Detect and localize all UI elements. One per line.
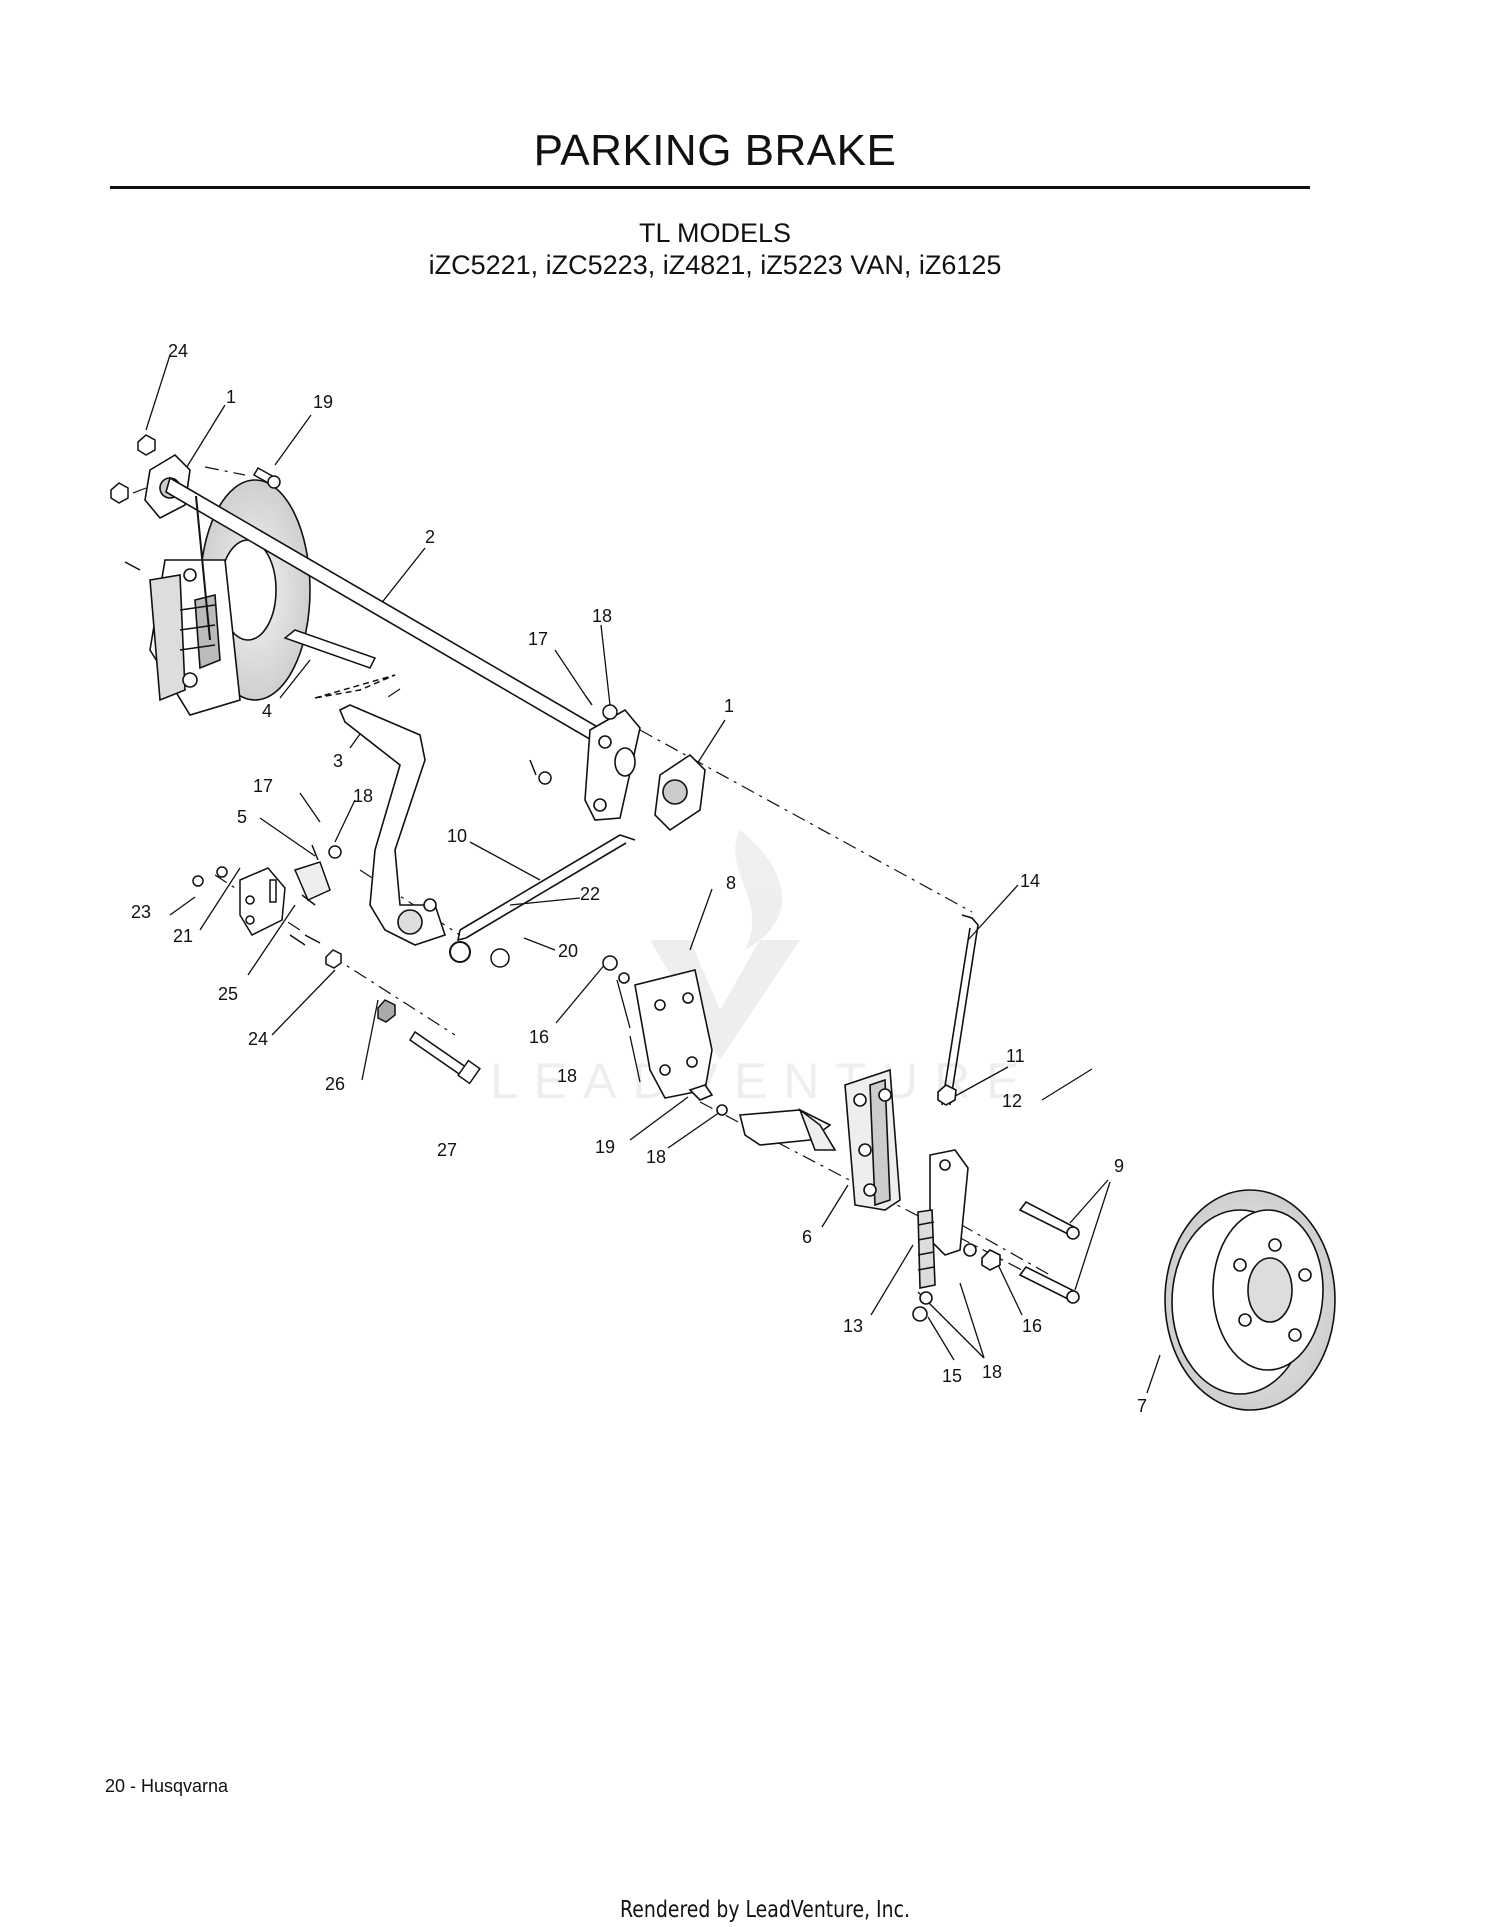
callout-18: 18 <box>353 786 373 806</box>
callout-7: 7 <box>1137 1396 1147 1416</box>
callout-23: 23 <box>131 902 151 922</box>
mounting-plate <box>602 955 713 1099</box>
callout-6: 6 <box>802 1227 812 1247</box>
callout-17: 17 <box>253 776 273 796</box>
right-brake-caliper <box>688 1068 901 1211</box>
brake-disc-rotor <box>1164 1189 1336 1411</box>
callout-11: 11 <box>1006 1046 1025 1066</box>
callout-22: 22 <box>580 884 600 904</box>
callout-18: 18 <box>646 1147 666 1167</box>
upper-left-hardware <box>110 434 618 785</box>
callout-18: 18 <box>557 1066 577 1086</box>
callout-16: 16 <box>1022 1316 1042 1336</box>
model-list: iZC5221, iZC5223, iZ4821, iZ5223 VAN, iZ… <box>428 250 1002 280</box>
page-footer: 20 - Husqvarna <box>105 1776 229 1796</box>
callout-16: 16 <box>529 1027 549 1047</box>
flange-bearing-right <box>654 753 706 832</box>
callout-19: 19 <box>313 392 333 412</box>
callout-12: 12 <box>1002 1091 1022 1111</box>
left-brake-assembly <box>144 453 311 716</box>
page-title: PARKING BRAKE <box>533 126 897 175</box>
callout-21: 21 <box>173 926 193 946</box>
callout-15: 15 <box>942 1366 962 1386</box>
callout-18: 18 <box>982 1362 1002 1382</box>
left-small-hardware <box>192 844 510 1085</box>
rendered-by-credit: Rendered by LeadVenture, Inc. <box>620 1897 910 1923</box>
right-lever-hardware <box>912 1084 1080 1322</box>
pedal-pad <box>283 629 396 699</box>
callout-8: 8 <box>726 873 736 893</box>
title-divider <box>110 186 1310 189</box>
callout-18: 18 <box>592 606 612 626</box>
pedal-arm <box>338 704 447 946</box>
callout-25: 25 <box>218 984 238 1004</box>
rod-14 <box>941 914 979 1106</box>
callout-3: 3 <box>333 751 343 771</box>
callout-14: 14 <box>1020 871 1040 891</box>
callout-9: 9 <box>1114 1156 1124 1176</box>
model-heading: TL MODELS <box>638 218 792 248</box>
watermark-logo: LEADVENTURE <box>490 830 1036 1109</box>
watermark-text: LEADVENTURE <box>490 1053 1036 1109</box>
callout-4: 4 <box>262 701 272 721</box>
callout-26: 26 <box>325 1074 345 1094</box>
rod-10 <box>456 834 636 942</box>
part-callouts: 24 1 19 2 18 17 1 4 3 17 18 5 10 22 8 14… <box>131 341 1147 1416</box>
callout-27: 27 <box>437 1140 457 1160</box>
callout-24: 24 <box>248 1029 268 1049</box>
callout-20: 20 <box>558 941 578 961</box>
callout-5: 5 <box>237 807 247 827</box>
callout-2: 2 <box>425 527 435 547</box>
callout-19: 19 <box>595 1137 615 1157</box>
callout-1: 1 <box>226 387 236 407</box>
callout-13: 13 <box>843 1316 863 1336</box>
callout-1: 1 <box>724 696 734 716</box>
callout-17: 17 <box>528 629 548 649</box>
callout-24: 24 <box>168 341 188 361</box>
callout-10: 10 <box>447 826 467 846</box>
upper-bracket <box>584 708 641 821</box>
